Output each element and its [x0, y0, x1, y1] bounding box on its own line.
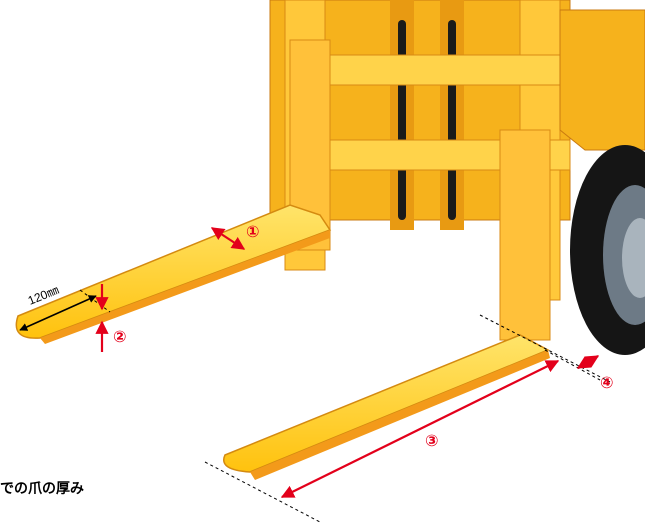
marker-4: ④ [600, 373, 614, 392]
left-fork-blade [15, 204, 332, 344]
fork-length-arrow [280, 360, 560, 498]
tip-dimension-arrow [19, 295, 97, 331]
marker-3: ③ [425, 431, 439, 450]
caption-text: での爪の厚み [0, 481, 84, 497]
heel-thickness-arrow [576, 355, 600, 369]
front-tire [570, 145, 645, 355]
fork-width-arrow [210, 227, 246, 250]
mast-frame [269, 0, 645, 341]
right-fork-blade [223, 334, 550, 480]
marker-1: ① [246, 222, 260, 241]
dimension-arrows [95, 227, 600, 498]
marker-2: ② [113, 327, 127, 346]
